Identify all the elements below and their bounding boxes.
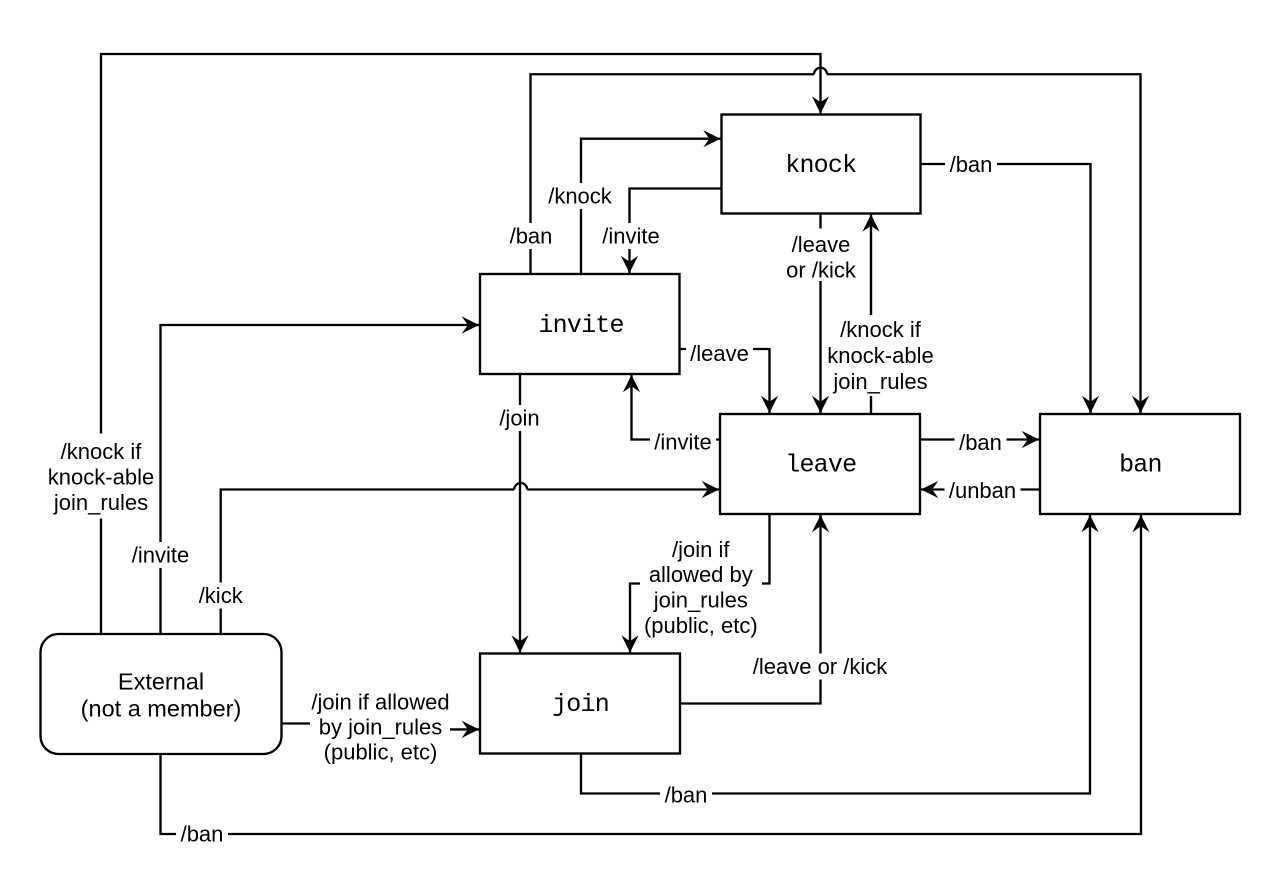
svg-text:join_rules: join_rules	[832, 369, 927, 394]
svg-text:/join if: /join if	[672, 537, 730, 562]
svg-text:knock-able: knock-able	[48, 465, 154, 490]
svg-text:/invite: /invite	[654, 430, 711, 455]
svg-text:knock-able: knock-able	[827, 343, 933, 368]
svg-text:join: join	[552, 690, 609, 719]
svg-text:/knock if: /knock if	[61, 439, 143, 464]
svg-text:by join_rules: by join_rules	[319, 715, 443, 740]
svg-text:invite: invite	[538, 311, 623, 340]
svg-text:/leave or /kick: /leave or /kick	[753, 654, 888, 679]
svg-text:join_rules: join_rules	[53, 490, 148, 515]
svg-text:/leave: /leave	[690, 341, 749, 366]
svg-text:or /kick: or /kick	[786, 258, 857, 283]
svg-text:/invite: /invite	[602, 224, 659, 249]
svg-text:/kick: /kick	[199, 583, 244, 608]
svg-text:join_rules: join_rules	[653, 588, 748, 613]
svg-text:/join if allowed: /join if allowed	[311, 690, 449, 715]
svg-text:/ban: /ban	[181, 822, 224, 847]
svg-text:(public, etc): (public, etc)	[644, 613, 758, 638]
svg-text:allowed by: allowed by	[649, 562, 753, 587]
svg-text:/ban: /ban	[510, 224, 553, 249]
svg-text:(public, etc): (public, etc)	[324, 740, 438, 765]
svg-text:/ban: /ban	[665, 783, 708, 808]
svg-text:/ban: /ban	[950, 152, 993, 177]
svg-text:knock: knock	[785, 151, 856, 180]
svg-text:/invite: /invite	[132, 543, 189, 568]
svg-text:/ban: /ban	[959, 430, 1002, 455]
svg-text:/leave: /leave	[792, 232, 851, 257]
svg-text:External: External	[118, 669, 204, 695]
svg-text:/knock: /knock	[548, 184, 613, 209]
svg-text:ban: ban	[1119, 451, 1162, 480]
svg-text:leave: leave	[785, 451, 856, 480]
svg-text:/knock if: /knock if	[840, 317, 922, 342]
svg-text:/unban: /unban	[949, 478, 1016, 503]
svg-text:(not a member): (not a member)	[81, 696, 242, 722]
svg-text:/join: /join	[499, 406, 539, 431]
